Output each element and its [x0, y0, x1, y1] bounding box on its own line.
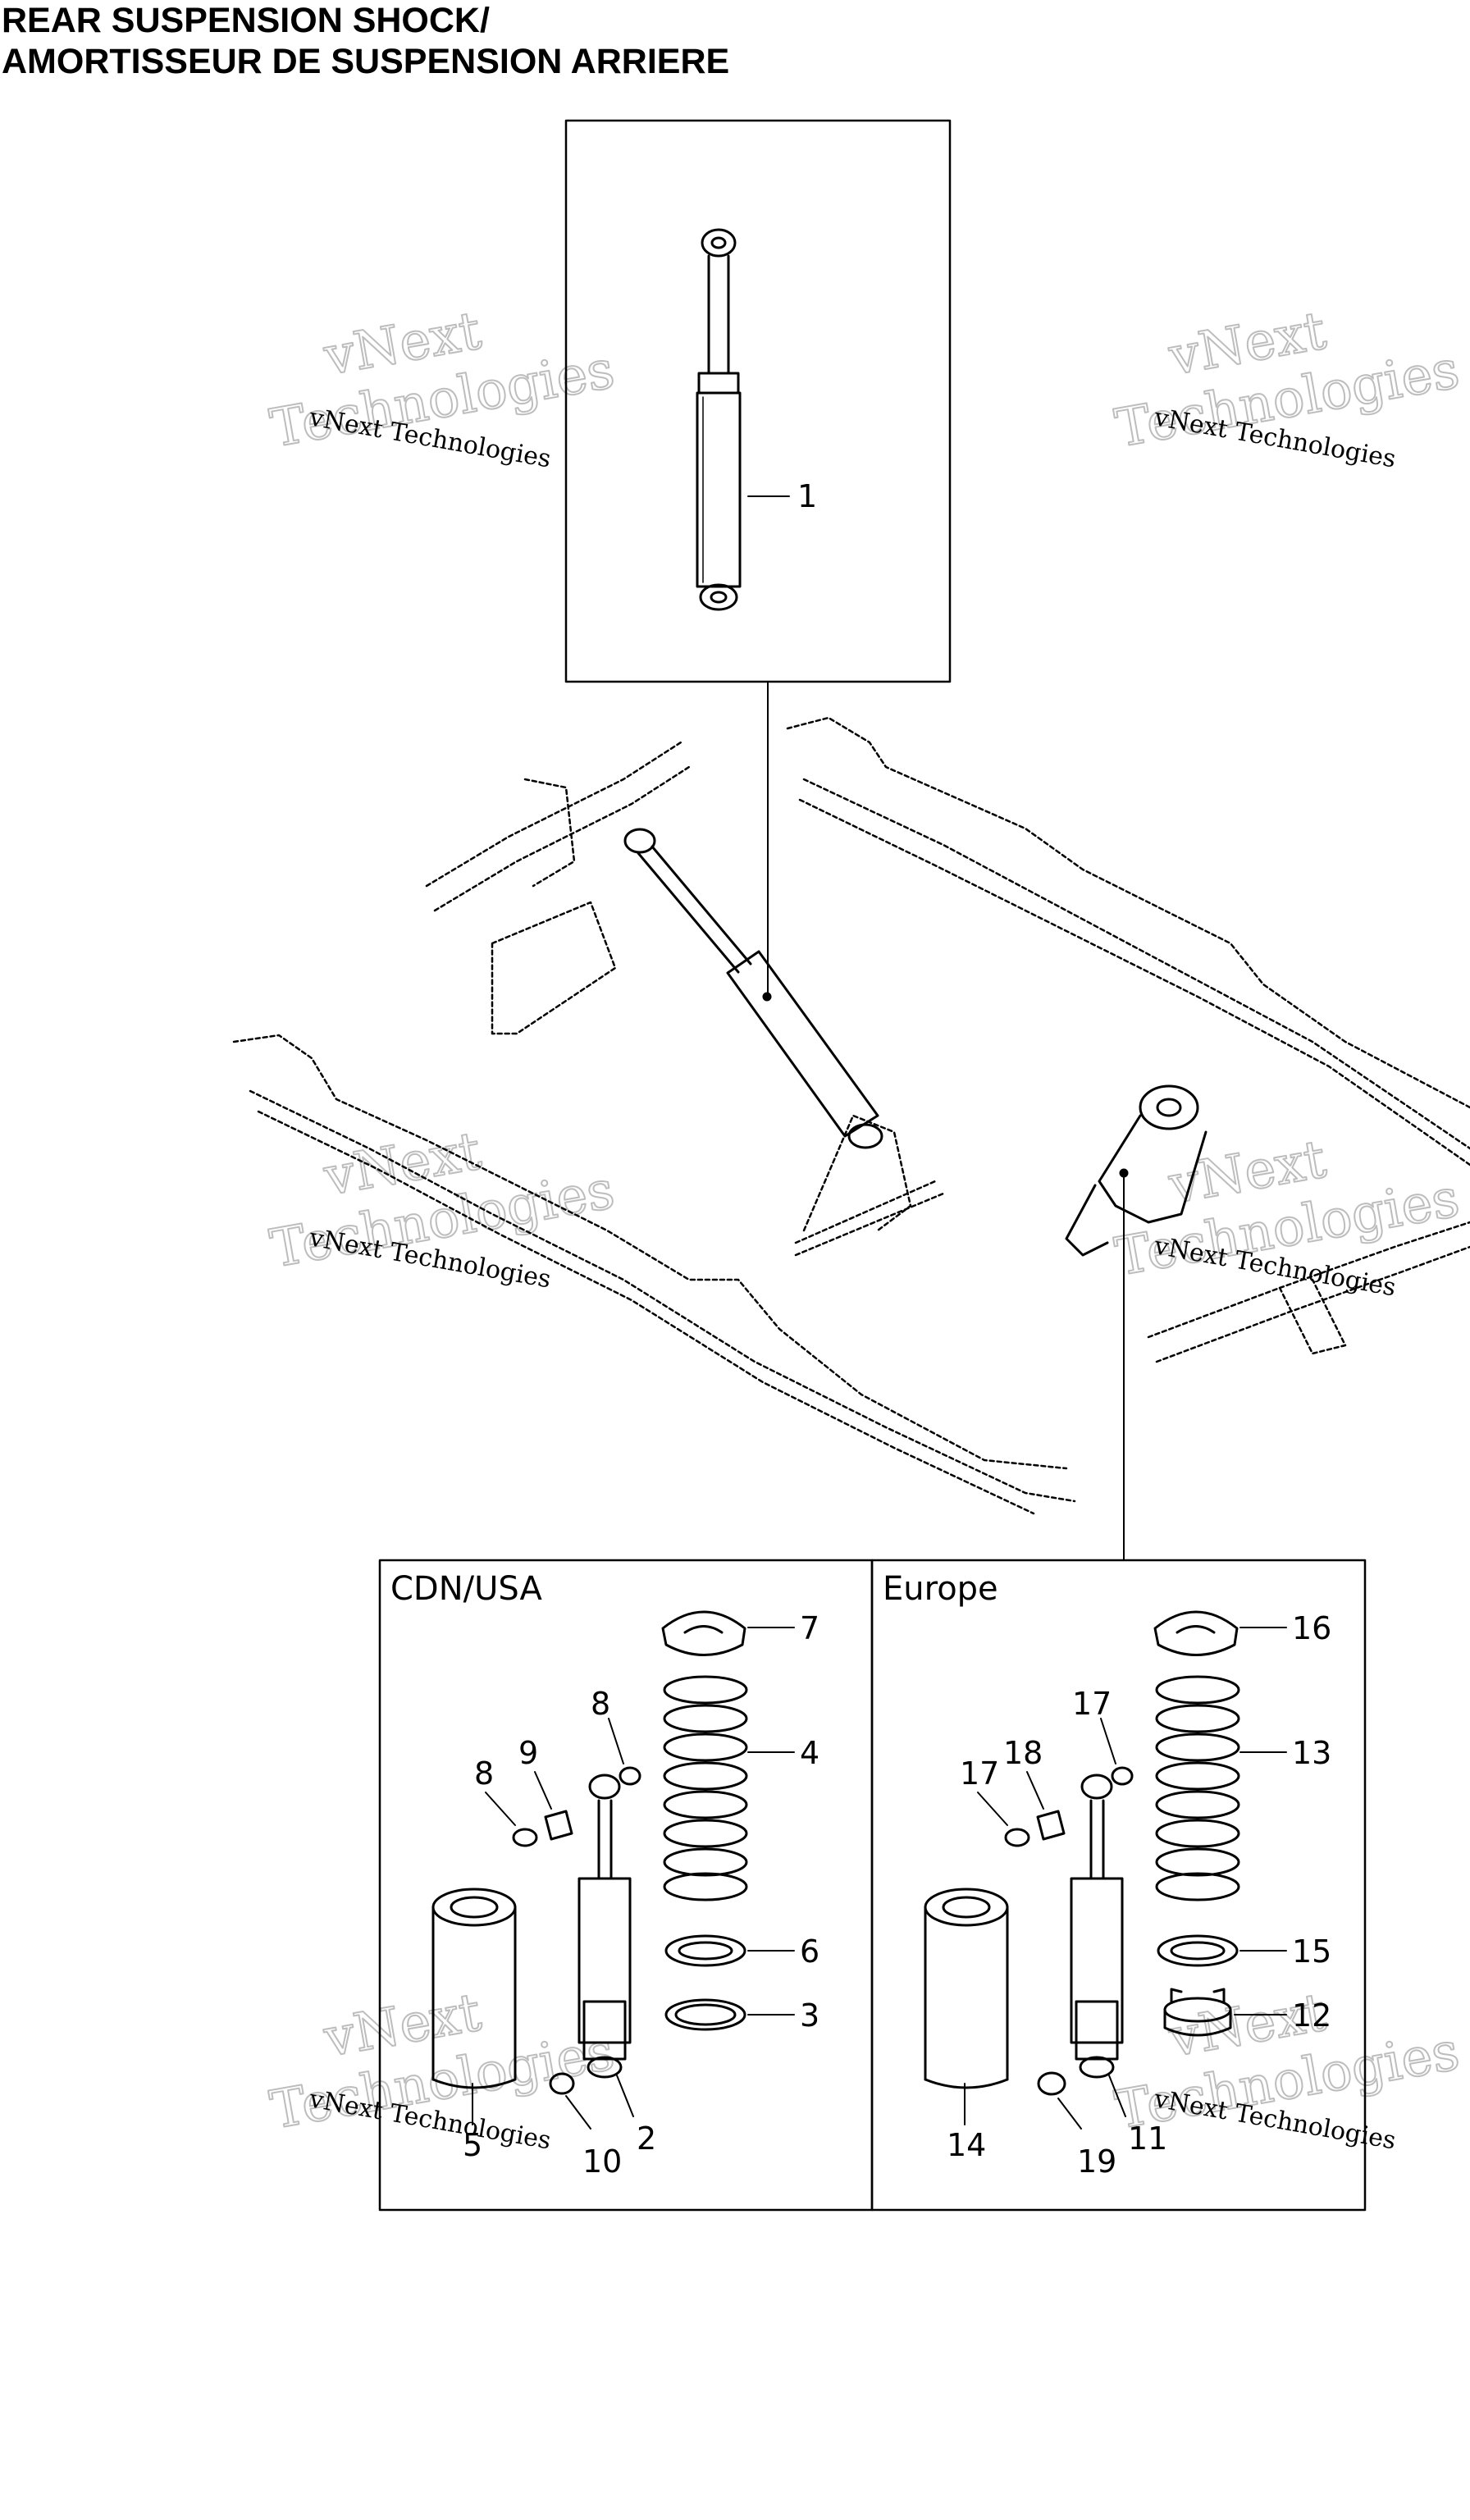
europe-kit-frame	[870, 1559, 1367, 2212]
callout-8-upper: 8	[591, 1686, 610, 1722]
rear-shock-part	[696, 228, 742, 611]
diagram-title-english: REAR SUSPENSION SHOCK/	[2, 1, 490, 40]
callout-9: 9	[518, 1735, 538, 1771]
callout-6: 6	[800, 1933, 819, 1970]
callout-12: 12	[1292, 1997, 1331, 2034]
callout-15: 15	[1292, 1933, 1331, 1970]
cdn-usa-parts	[431, 1610, 748, 2095]
region-label-cdn-usa: CDN/USA	[390, 1570, 543, 1608]
callout-14: 14	[947, 2127, 986, 2163]
watermark-6: vNext Technologies vNext Technologies	[1110, 1981, 1464, 2155]
callout-2: 2	[637, 2121, 656, 2157]
coil-spring-part	[663, 1675, 748, 1901]
assembly-shock-part	[623, 828, 883, 1149]
callout-17-upper: 17	[1072, 1686, 1112, 1722]
callout-1: 1	[797, 478, 817, 514]
watermark-2: vNext Technologies vNext Technologies	[1110, 299, 1464, 473]
callout-leaders	[472, 1627, 1287, 2130]
callout-5: 5	[463, 2127, 482, 2163]
region-label-europe: Europe	[883, 1570, 998, 1608]
diagram-title-french: AMORTISSEUR DE SUSPENSION ARRIERE	[2, 42, 730, 81]
shock-inset-frame	[564, 119, 952, 683]
callout-13: 13	[1292, 1735, 1331, 1771]
callout-numbers: 1 7 8 9 8 4 6 3 5 10 2 16 17 18 17 13 15…	[463, 478, 1331, 2180]
callout-19: 19	[1077, 2143, 1116, 2180]
watermark-4: vNext Technologies vNext Technologies	[1110, 1128, 1464, 1302]
callout-17-lower: 17	[960, 1755, 999, 1792]
callout-18: 18	[1003, 1735, 1043, 1771]
callout-3: 3	[800, 1997, 819, 2034]
callout-11: 11	[1128, 2121, 1167, 2157]
europe-parts	[924, 1610, 1240, 2096]
callout-7: 7	[800, 1610, 819, 1646]
watermark-group: vNext Technologies vNext Technologies vN…	[265, 299, 1464, 2155]
coil-spring-part-europe	[1155, 1675, 1240, 1901]
callout-8-lower: 8	[474, 1755, 494, 1792]
rear-suspension-assembly	[232, 716, 1470, 1515]
watermark-3: vNext Technologies vNext Technologies	[265, 1120, 619, 1294]
callout-10: 10	[582, 2143, 622, 2180]
watermark-1: vNext Technologies vNext Technologies	[265, 299, 619, 473]
callout-16: 16	[1292, 1610, 1331, 1646]
callout-4: 4	[800, 1735, 819, 1771]
